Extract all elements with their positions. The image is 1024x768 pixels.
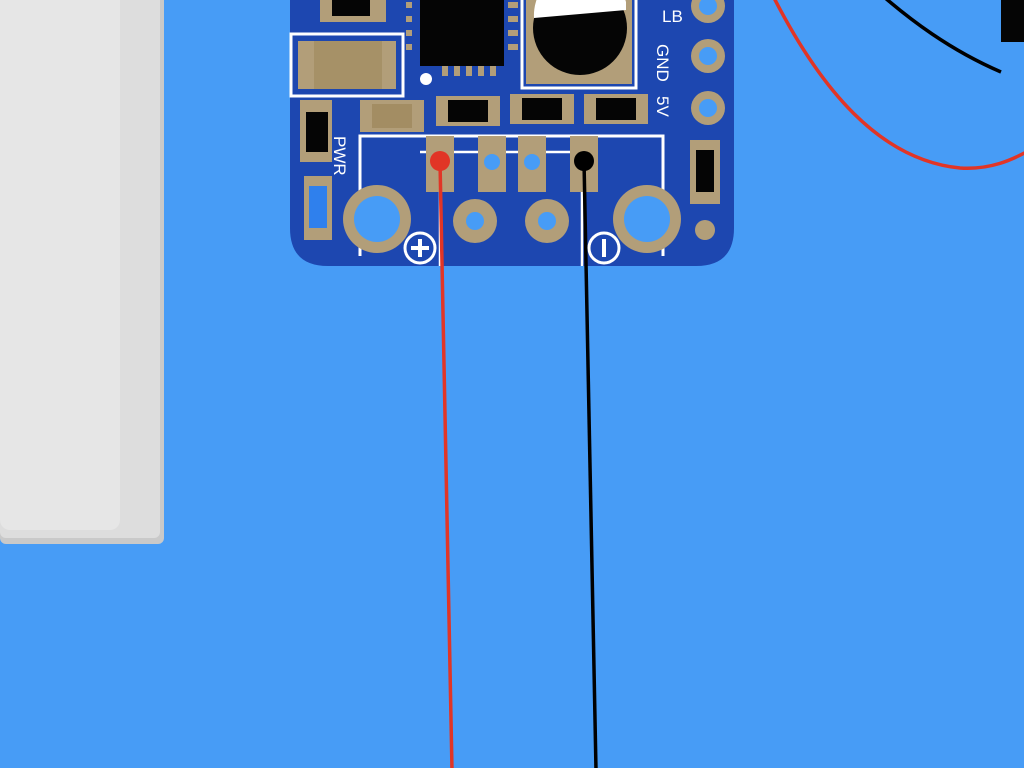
- black-wire[interactable]: [582, 160, 598, 768]
- right-header-pins[interactable]: [691, 0, 725, 125]
- breadboard-panel[interactable]: [0, 0, 164, 544]
- capacitor: [520, 0, 638, 90]
- smd-component-top: [320, 0, 386, 22]
- label-gnd: GND: [653, 44, 672, 82]
- smd-resistor-row: [360, 94, 648, 132]
- powerboost-board[interactable]: PWR LB GND 5V: [289, 0, 734, 266]
- pwr-led-components: [300, 100, 332, 240]
- pwr-label: PWR: [330, 136, 349, 176]
- red-wire-top[interactable]: [770, 0, 1024, 170]
- ic-chip: [406, 0, 518, 85]
- black-wire-top[interactable]: [876, 0, 1002, 74]
- plus-marker: [403, 231, 437, 265]
- inductor: [289, 32, 405, 98]
- mounting-holes: [343, 185, 681, 253]
- label-lb: LB: [662, 7, 683, 26]
- smd-right: [690, 140, 720, 240]
- minus-marker: [587, 231, 621, 265]
- black-wire-end[interactable]: [574, 151, 594, 171]
- black-component[interactable]: [1001, 0, 1024, 42]
- red-wire[interactable]: [438, 160, 454, 768]
- red-wire-end[interactable]: [430, 151, 450, 171]
- pin1-dot: [420, 73, 432, 85]
- label-5v: 5V: [653, 96, 672, 117]
